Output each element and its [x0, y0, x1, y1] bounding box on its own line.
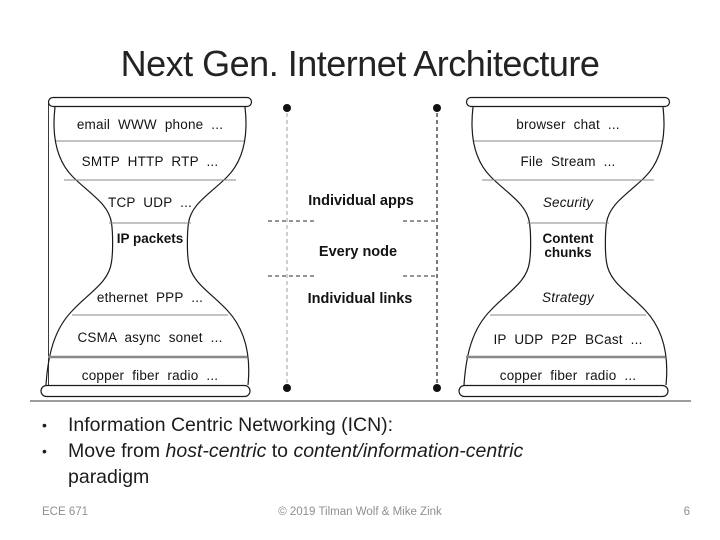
bullet-text-move: Move from host-centric to content/inform… [68, 438, 607, 490]
scope-label-links: Individual links [307, 291, 413, 307]
glass-left-outline [45, 106, 114, 386]
slide-title: Next Gen. Internet Architecture [120, 43, 600, 84]
figure-frame-line [30, 400, 691, 402]
bullet-list: • Information Centric Networking (ICN): … [42, 412, 607, 490]
right-layer-strategy: Strategy [542, 290, 594, 305]
left-layer-transport: TCP UDP ... [108, 195, 192, 210]
left-layer-protocols: SMTP HTTP RTP ... [81, 154, 219, 169]
left-layer-mac: CSMA async sonet ... [77, 330, 223, 345]
right-layer-apps: browser chat ... [516, 117, 620, 132]
scope-connectors [268, 104, 441, 392]
bullet-text-part: Move from [68, 440, 166, 462]
glass-right-outline [604, 106, 668, 386]
bottom-cap [40, 384, 251, 398]
slide-page-number: 6 [683, 506, 690, 518]
footer-course-label: ECE 671 [42, 506, 89, 518]
bullet-marker: • [42, 417, 47, 433]
bullet-item-icn: • Information Centric Networking (ICN): [42, 412, 607, 438]
bullet-item-move: • Move from host-centric to content/info… [42, 438, 607, 490]
right-layer-filestream: File Stream ... [520, 154, 616, 169]
bullet-text-italic-content-centric: content/information-centric [293, 440, 524, 462]
left-layer-physical: copper fiber radio ... [81, 368, 219, 383]
connector-dot [433, 104, 441, 112]
bottom-cap [458, 384, 669, 398]
left-layer-apps: email WWW phone ... [76, 117, 224, 132]
top-cap [47, 96, 253, 108]
bullet-text-part: paradigm [68, 466, 150, 488]
glass-left-outline [463, 106, 532, 386]
right-layer-physical: copper fiber radio ... [499, 368, 637, 383]
connector-dot [283, 104, 291, 112]
bullet-marker: • [42, 443, 47, 459]
connector-dot [283, 384, 291, 392]
top-cap [465, 96, 671, 108]
scope-label-node: Every node [318, 244, 398, 260]
right-waist-label: Content chunks [542, 231, 594, 260]
left-layer-link: ethernet PPP ... [96, 290, 204, 305]
footer-copyright: © 2019 Tilman Wolf & Mike Zink [278, 506, 442, 518]
bullet-text-icn: Information Centric Networking (ICN): [68, 414, 394, 436]
right-layer-transports: IP UDP P2P BCast ... [493, 332, 643, 347]
bullet-text-italic-host-centric: host-centric [165, 440, 267, 462]
scope-label-apps: Individual apps [308, 193, 414, 209]
connector-dot [433, 384, 441, 392]
right-hourglass-shape [458, 96, 671, 398]
glass-right-outline [186, 106, 250, 386]
right-layer-security: Security [542, 195, 594, 210]
bullet-text-part: to [266, 440, 294, 462]
left-waist-label: IP packets [116, 231, 184, 246]
left-hourglass-shape [40, 96, 253, 398]
